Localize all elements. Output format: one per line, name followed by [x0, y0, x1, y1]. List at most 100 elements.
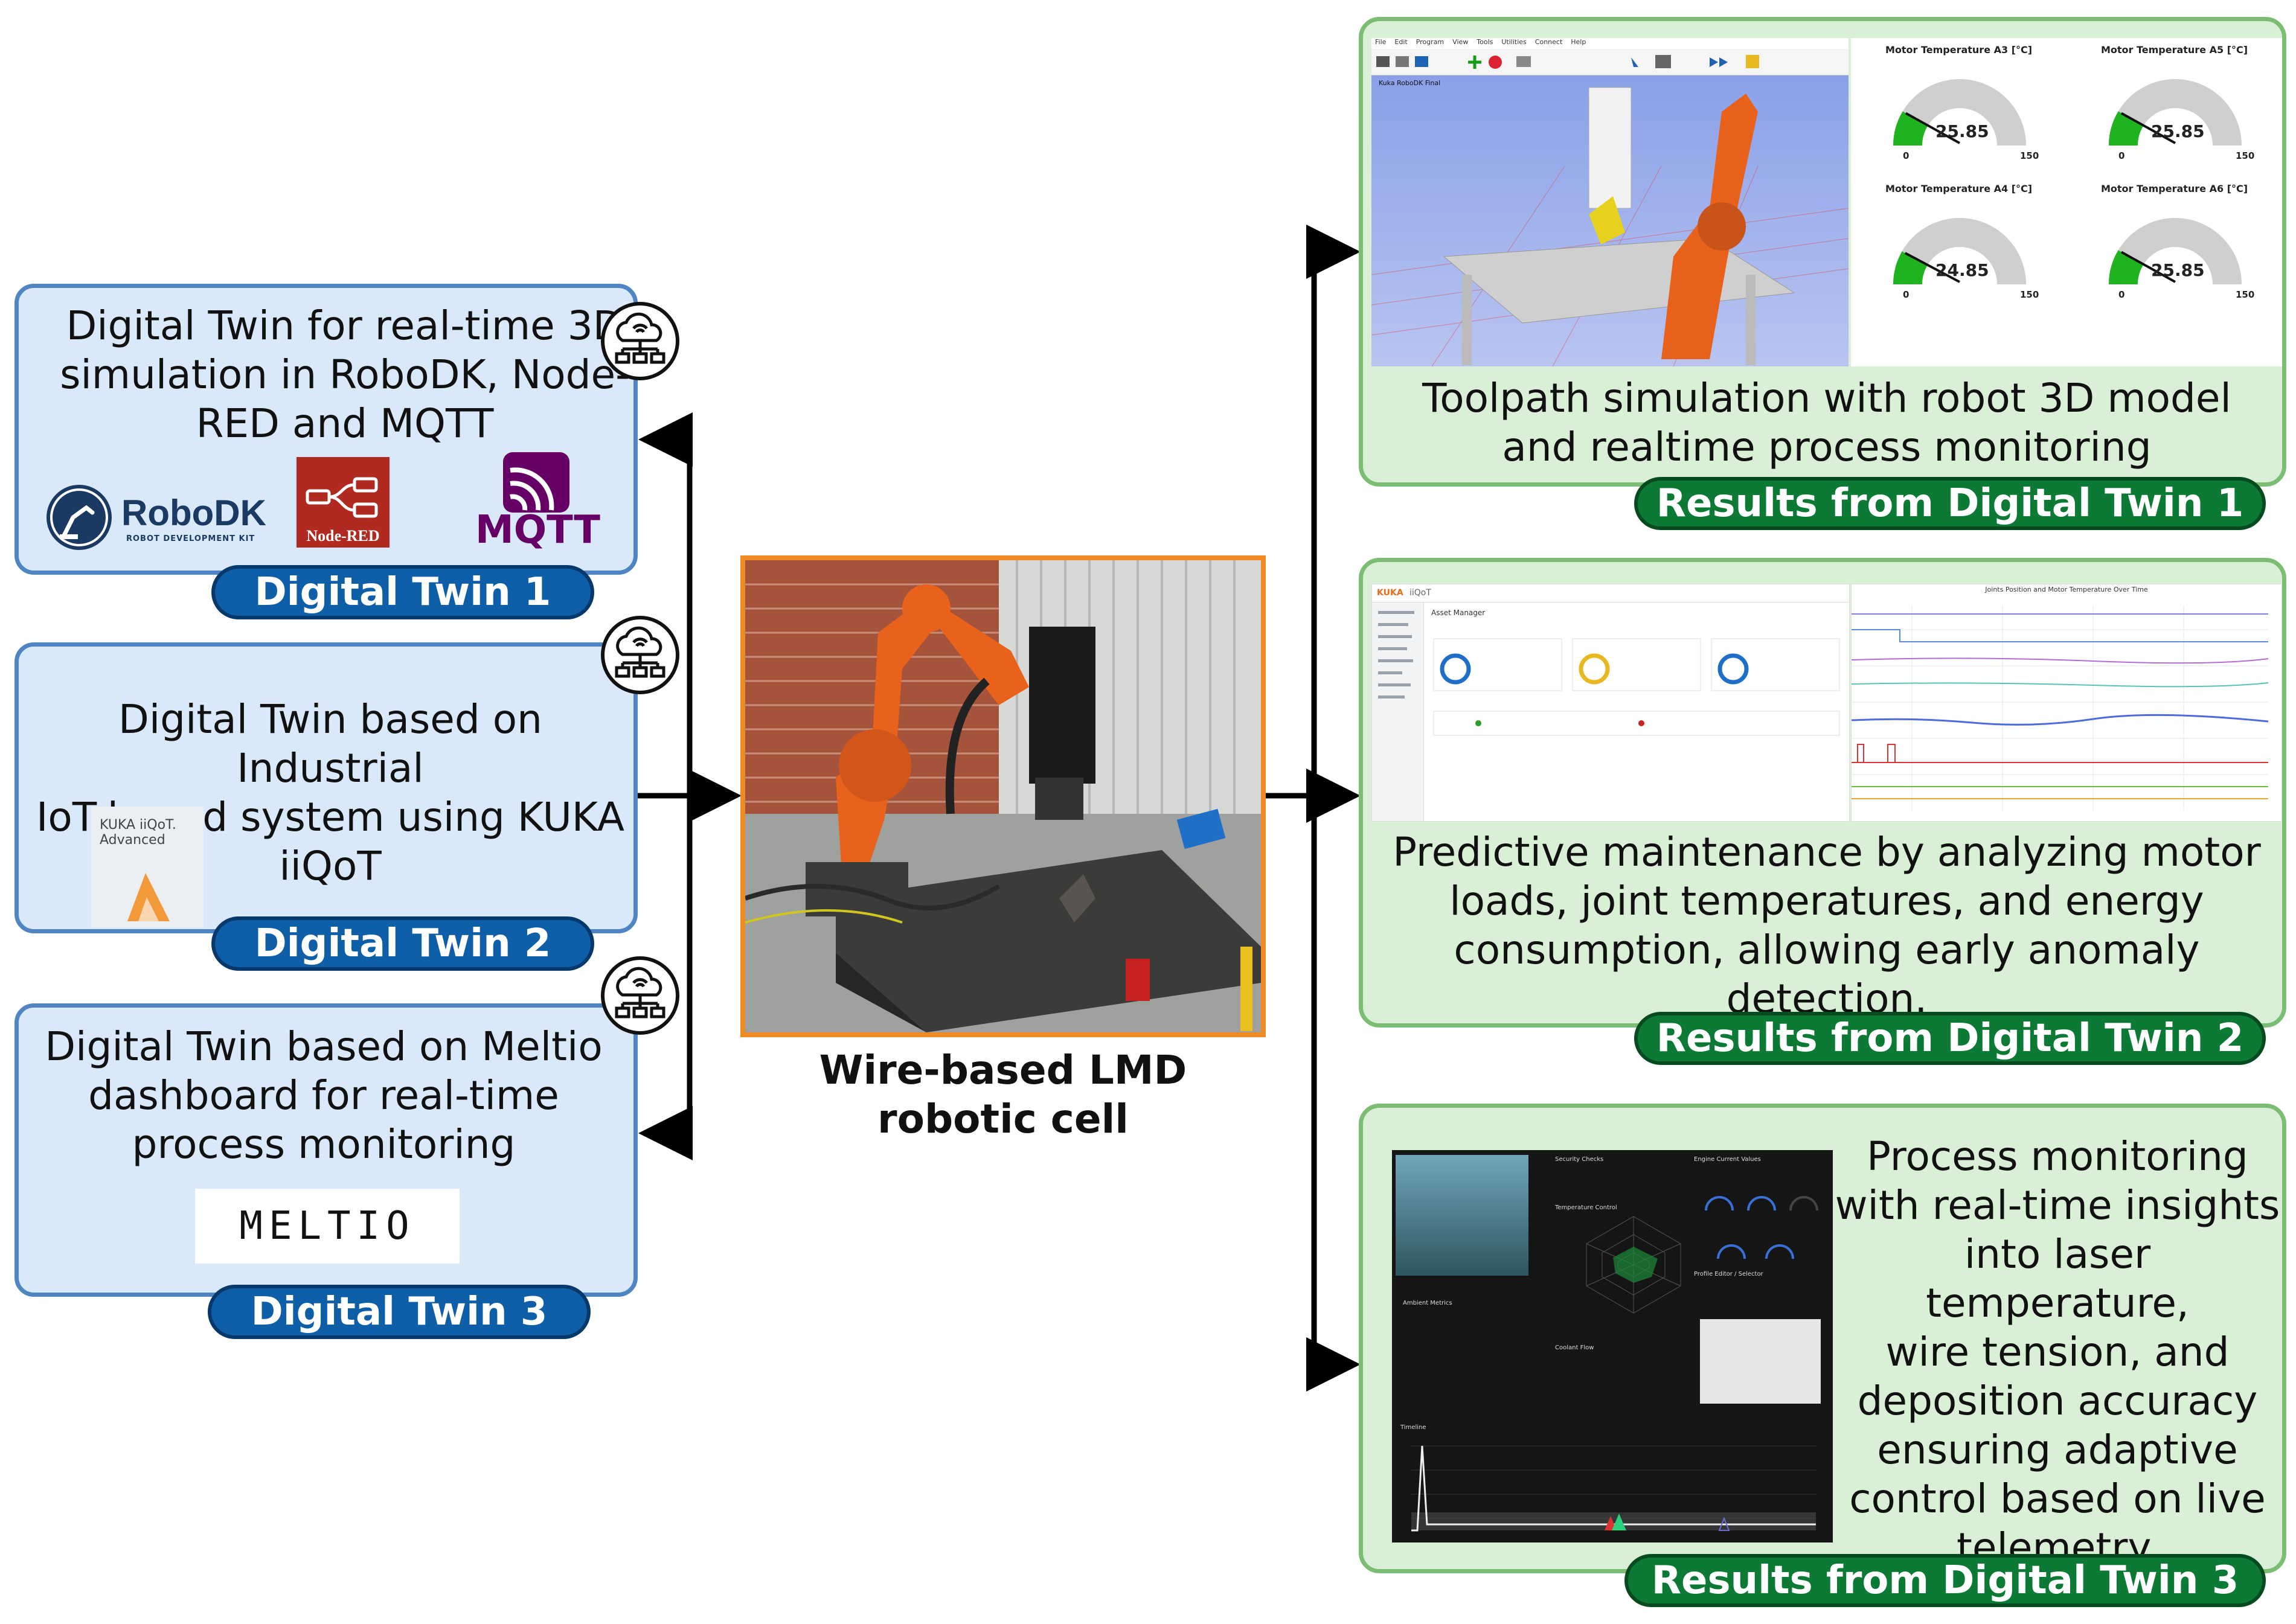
- joints-temperature-chart: Joints Position and Motor Temperature Ov…: [1851, 584, 2282, 822]
- robodk-screenshot: File Edit Program View Tools Utilities Connect…: [1371, 38, 1849, 366]
- timeline-label: Timeline: [1400, 1424, 1426, 1431]
- temperature-control-label: Temperature Control: [1555, 1204, 1617, 1211]
- dt1-line-3: RED and MQTT: [196, 400, 494, 447]
- nodered-logo: Node-RED: [297, 457, 390, 548]
- robodk-menu-item[interactable]: Connect: [1534, 38, 1563, 46]
- results-1-description: Toolpath simulation with robot 3D model …: [1363, 374, 2291, 472]
- robodk-subtitle: ROBOT DEVELOPMENT KIT: [126, 534, 255, 543]
- robotic-cell-illustration: [745, 560, 1261, 1032]
- asset-manager-title: Asset Manager: [1431, 609, 1486, 617]
- r3-line-3: into laser temperature,: [1926, 1231, 2189, 1326]
- cloud-network-icon: [601, 616, 679, 694]
- r3-line-7: control based on live: [1849, 1475, 2266, 1522]
- gauge-min: 0: [2118, 150, 2125, 161]
- nodered-logo-mark: [306, 477, 378, 518]
- digital-twin-3-pill: Digital Twin 3: [208, 1285, 591, 1339]
- gauge-min: 0: [1903, 289, 1910, 300]
- robodk-logo-mark: [46, 485, 112, 550]
- center-label-line-1: Wire-based LMD: [819, 1047, 1187, 1093]
- r3-line-4: wire tension, and: [1885, 1329, 2230, 1375]
- profile-editor-label: Profile Editor / Selector: [1694, 1271, 1763, 1277]
- dt3-line-2: dashboard for real-time: [88, 1072, 559, 1119]
- results-1-pill: Results from Digital Twin 1: [1634, 477, 2266, 530]
- gauge-value: 25.85: [1935, 121, 1989, 141]
- nodered-wordmark: Node-RED: [306, 527, 380, 545]
- kuka-asset-cards: [1433, 638, 1840, 736]
- kuka-card-line-1: KUKA iiQoT.: [100, 817, 176, 833]
- dt1-line-1: Digital Twin for real-time 3D: [66, 302, 624, 349]
- robodk-menu-item[interactable]: Tools: [1477, 38, 1493, 46]
- gauge-value: 25.85: [2151, 260, 2205, 280]
- r3-line-5: deposition accuracy: [1857, 1378, 2258, 1424]
- mqtt-wordmark: MQTT: [475, 508, 600, 552]
- robodk-menu-item[interactable]: Help: [1571, 38, 1586, 46]
- mqtt-waves-icon: [503, 452, 569, 513]
- gauge-max: 150: [2020, 150, 2039, 161]
- gauge-title: Motor Temperature A3 [°C]: [1885, 44, 2033, 56]
- meltio-logo: MELTIO: [195, 1189, 460, 1264]
- digital-twin-1-description: Digital Twin for real-time 3D simulation…: [31, 301, 659, 448]
- results-2-pill: Results from Digital Twin 2: [1634, 1012, 2266, 1065]
- robodk-menu-item[interactable]: Edit: [1394, 38, 1408, 46]
- gauge-track: [1893, 217, 2026, 284]
- robodk-wordmark: RoboDK: [121, 493, 266, 533]
- kuka-iiqot-card: KUKA iiQoT. Advanced: [91, 807, 204, 927]
- dt1-line-2: simulation in RoboDK, Node-: [60, 351, 630, 398]
- robodk-menu-item[interactable]: Program: [1416, 38, 1445, 46]
- r3-line-6: ensuring adaptive: [1877, 1427, 2238, 1473]
- robodk-menu-items: File Edit Program View Tools Utilities Connect…: [1371, 38, 1586, 46]
- r3-line-1: Process monitoring: [1867, 1133, 2248, 1180]
- r2-line-2: loads, joint temperatures, and energy: [1449, 878, 2204, 924]
- robodk-menu-item[interactable]: Utilities: [1501, 38, 1527, 46]
- robodk-tree-item: Kuka RoboDK Final: [1379, 79, 1441, 87]
- gauge-fill: [2109, 111, 2143, 145]
- gauge-value: 24.85: [1935, 260, 1989, 280]
- gauge-min: 0: [1903, 150, 1910, 161]
- results-3-box: Ambient Metrics Security Checks Temperat…: [1359, 1104, 2286, 1573]
- results-2-box: KUKA iiQoT Asset Manager Joints Position…: [1359, 558, 2286, 1028]
- digital-twin-1-box: Digital Twin for real-time 3D simulation…: [14, 284, 638, 575]
- timeline-chart: [1411, 1445, 1816, 1532]
- meltio-wordmark: MELTIO: [239, 1204, 415, 1248]
- cloud-network-icon: [601, 956, 679, 1035]
- robodk-menubar: File Edit Program View Tools Utilities Connect…: [1371, 38, 1849, 49]
- r3-line-2: with real-time insights: [1835, 1182, 2280, 1229]
- robodk-toolbar-icons: [1376, 55, 1759, 69]
- digital-twin-2-pill: Digital Twin 2: [211, 916, 594, 971]
- mqtt-logo: MQTT: [475, 452, 600, 555]
- robodk-menu-item[interactable]: View: [1452, 38, 1469, 46]
- r1-line-2: and realtime process monitoring: [1502, 424, 2152, 470]
- gauge-title: Motor Temperature A6 [°C]: [2100, 183, 2248, 194]
- gauge-track: [2109, 217, 2242, 284]
- robotic-cell-photo: [740, 555, 1266, 1037]
- gauge-needle: [2120, 251, 2176, 283]
- results-3-pill: Results from Digital Twin 3: [1624, 1554, 2266, 1607]
- gauge-needle: [1904, 252, 1960, 283]
- kuka-card-graphic: [127, 873, 170, 921]
- kuka-header: KUKA iiQoT: [1372, 584, 1849, 603]
- r2-line-1: Predictive maintenance by analyzing moto…: [1393, 829, 2261, 875]
- kuka-brand: KUKA: [1377, 588, 1403, 598]
- gauge-max: 150: [2020, 289, 2039, 300]
- robodk-scene: [1371, 87, 1849, 366]
- gauge-arc: [1893, 217, 2026, 284]
- kuka-sidebar-items: [1378, 611, 1414, 699]
- gauge-needle: [2120, 112, 2176, 144]
- robodk-3d-viewport: Kuka RoboDK Final: [1371, 75, 1849, 366]
- results-2-description: Predictive maintenance by analyzing moto…: [1363, 828, 2291, 1023]
- gauge-arc: [1893, 78, 2026, 145]
- robodk-menu-item[interactable]: File: [1375, 38, 1387, 46]
- kuka-sidebar: [1372, 603, 1424, 821]
- gauge-arc: [2109, 78, 2242, 145]
- r2-line-3: consumption, allowing early anomaly dete…: [1454, 927, 2200, 1022]
- robodk-toolbar: [1371, 49, 1849, 75]
- center-label-line-2: robotic cell: [877, 1096, 1129, 1142]
- digital-twin-2-description: Digital Twin based on Industrial IoT-bas…: [19, 695, 642, 890]
- gauge-max: 150: [2236, 289, 2255, 300]
- kuka-iiqot-screenshot: KUKA iiQoT Asset Manager: [1371, 584, 1850, 822]
- results-1-box: File Edit Program View Tools Utilities Connect…: [1359, 17, 2286, 487]
- cloud-network-icon: [601, 302, 679, 380]
